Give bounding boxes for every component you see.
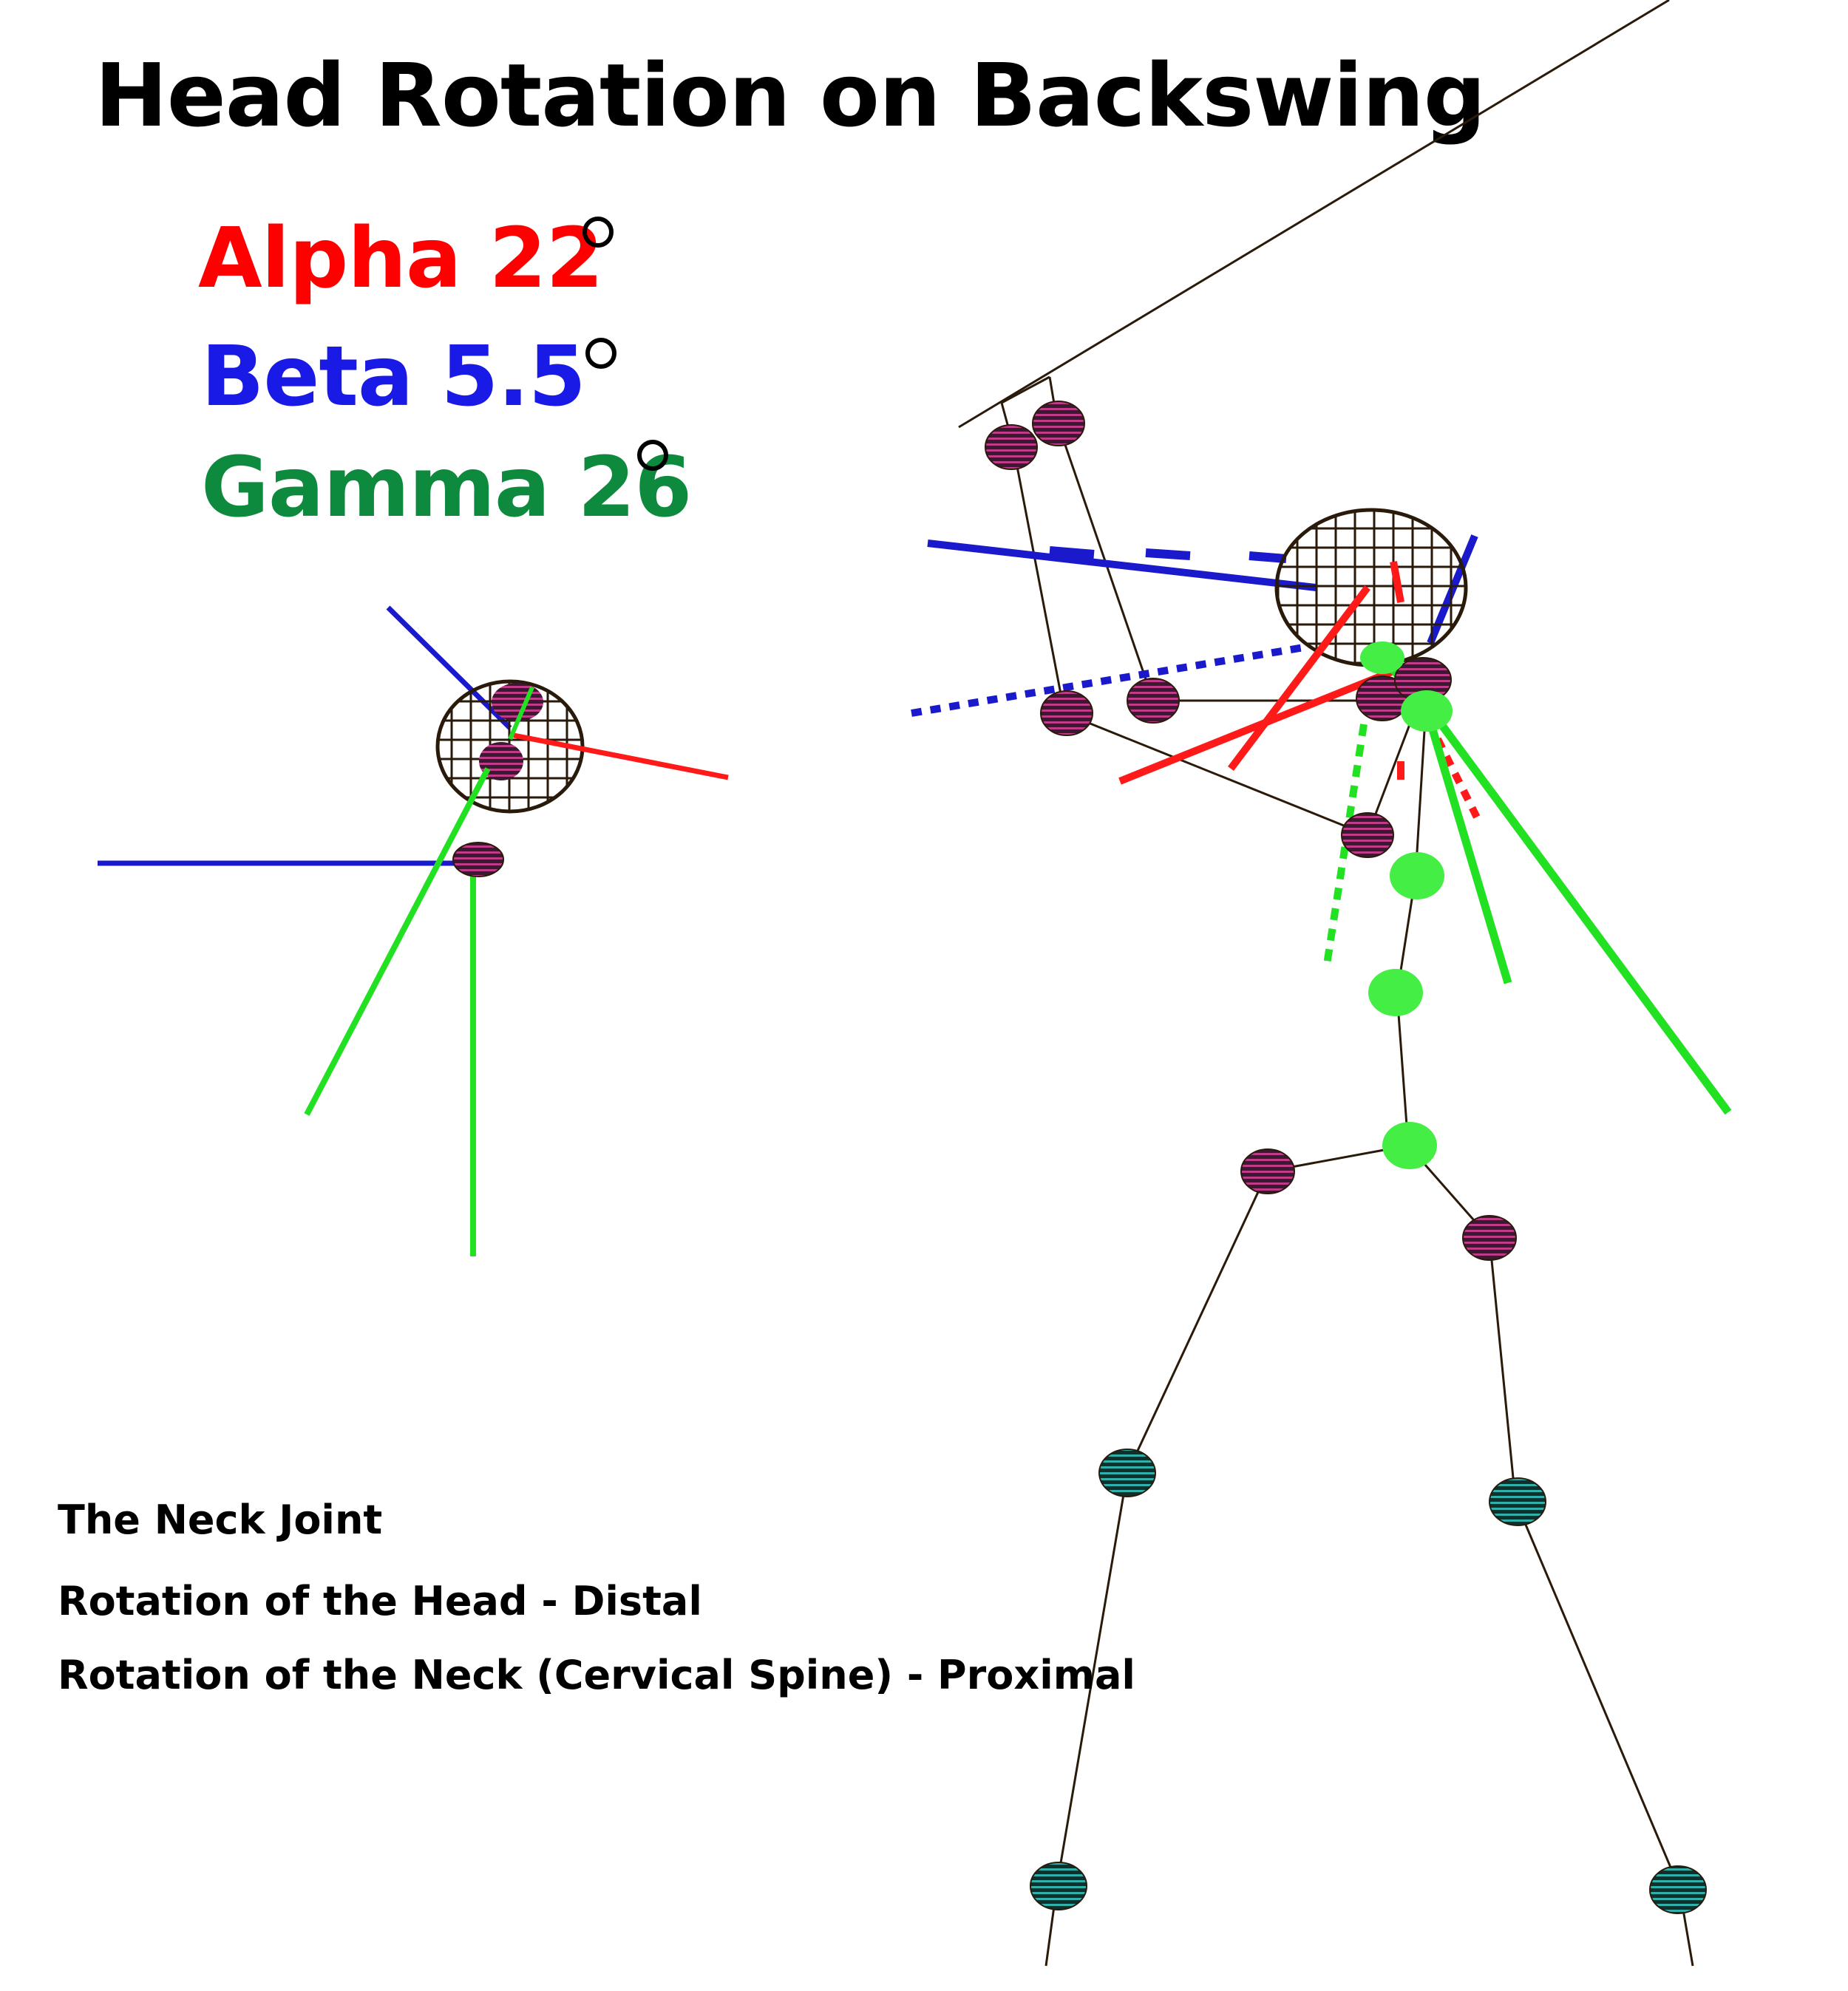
- caption-neck-rotation: Rotation of the Neck (Cervical Spine) - …: [58, 1652, 1135, 1698]
- axis-blue-head: [927, 540, 1317, 591]
- gamma-label: Gamma 26: [201, 440, 692, 536]
- joint-ball: [1341, 812, 1394, 858]
- alpha-angle: Alpha 22: [198, 211, 614, 307]
- axis-green-long: [1427, 707, 1732, 1115]
- head-wireframe: [1274, 508, 1468, 667]
- upper-joints: [985, 401, 1517, 1261]
- joint-ball: [1030, 1862, 1087, 1910]
- joint-ball: [1032, 401, 1085, 446]
- lower-joints: [1030, 1449, 1707, 1914]
- beta-label: Beta 5.5: [201, 329, 586, 425]
- axis-red-head: [513, 732, 729, 780]
- axis-green-short: [508, 686, 534, 741]
- axis-red-diagonal: [1228, 585, 1370, 772]
- neck-joint-ball: [452, 842, 504, 877]
- joint-ball: [1127, 678, 1180, 724]
- caption-neck-joint: The Neck Joint: [58, 1497, 383, 1543]
- joint-ball: [1489, 1477, 1546, 1526]
- joint-ball: [1649, 1865, 1707, 1914]
- alpha-label: Alpha 22: [198, 211, 603, 307]
- spine-ball: [1382, 1122, 1437, 1169]
- beta-angle: Beta 5.5: [201, 329, 616, 425]
- caption-head-rotation: Rotation of the Head - Distal: [58, 1578, 702, 1624]
- degree-icon: [585, 338, 616, 369]
- neck-joint-view: [98, 605, 729, 1256]
- degree-icon: [582, 217, 614, 248]
- axis-green-diagonal: [304, 767, 491, 1116]
- joint-ball: [1462, 1215, 1517, 1261]
- spine-ball: [1390, 852, 1444, 899]
- axis-green-mid: [1422, 708, 1512, 984]
- spine-joints: [1360, 641, 1453, 1169]
- spine-ball: [1360, 641, 1404, 674]
- joint-ball: [1240, 1148, 1295, 1194]
- spine-ball: [1401, 690, 1453, 732]
- axis-red-dashed: [1434, 737, 1482, 823]
- joint-ball: [1098, 1449, 1156, 1497]
- joint-ball: [985, 424, 1038, 470]
- joint-ball: [479, 742, 523, 780]
- page-title: Head Rotation on Backswing: [95, 44, 1486, 146]
- gamma-angle: Gamma 26: [201, 440, 692, 536]
- joint-ball: [1040, 690, 1093, 736]
- full-skeleton-view: [911, 0, 1732, 1967]
- club-shaft: [958, 0, 1670, 429]
- spine-ball: [1368, 969, 1423, 1016]
- joint-ball: [492, 683, 543, 721]
- axis-blue-dashed: [911, 643, 1309, 717]
- degree-icon: [637, 440, 668, 471]
